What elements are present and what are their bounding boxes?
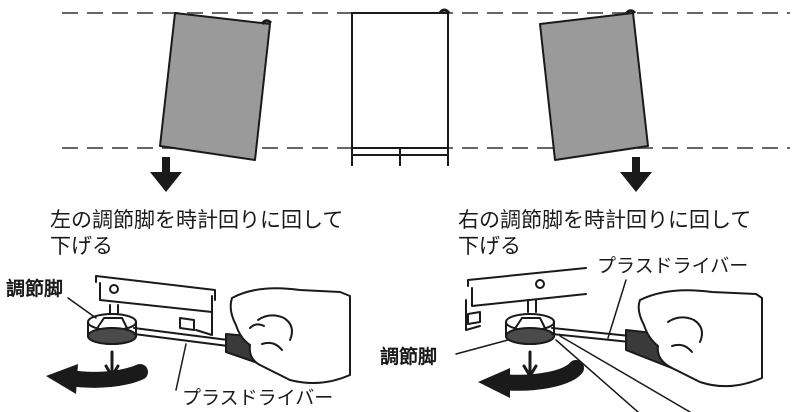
right-driver-label: プラスドライバー xyxy=(597,255,749,277)
left-leg-label: 調節脚 xyxy=(6,278,64,300)
left-caption-line1: 左の調節脚を時計回りに回して xyxy=(50,208,344,232)
left-driver-label: プラスドライバー xyxy=(182,387,334,409)
right-caption-line2: 下げる xyxy=(458,234,521,258)
right-caption-line1: 右の調節脚を時計回りに回して xyxy=(458,208,752,232)
right-leg-label: 調節脚 xyxy=(380,346,438,368)
right-tilted-fridge xyxy=(539,9,649,161)
left-tilted-fridge xyxy=(159,12,273,161)
left-leg-detail xyxy=(46,275,351,394)
left-caption-line2: 下げる xyxy=(50,234,113,258)
left-down-arrow xyxy=(150,157,182,192)
right-leg-detail xyxy=(455,267,763,412)
center-level-fridge xyxy=(351,8,451,166)
right-down-arrow xyxy=(620,157,652,192)
